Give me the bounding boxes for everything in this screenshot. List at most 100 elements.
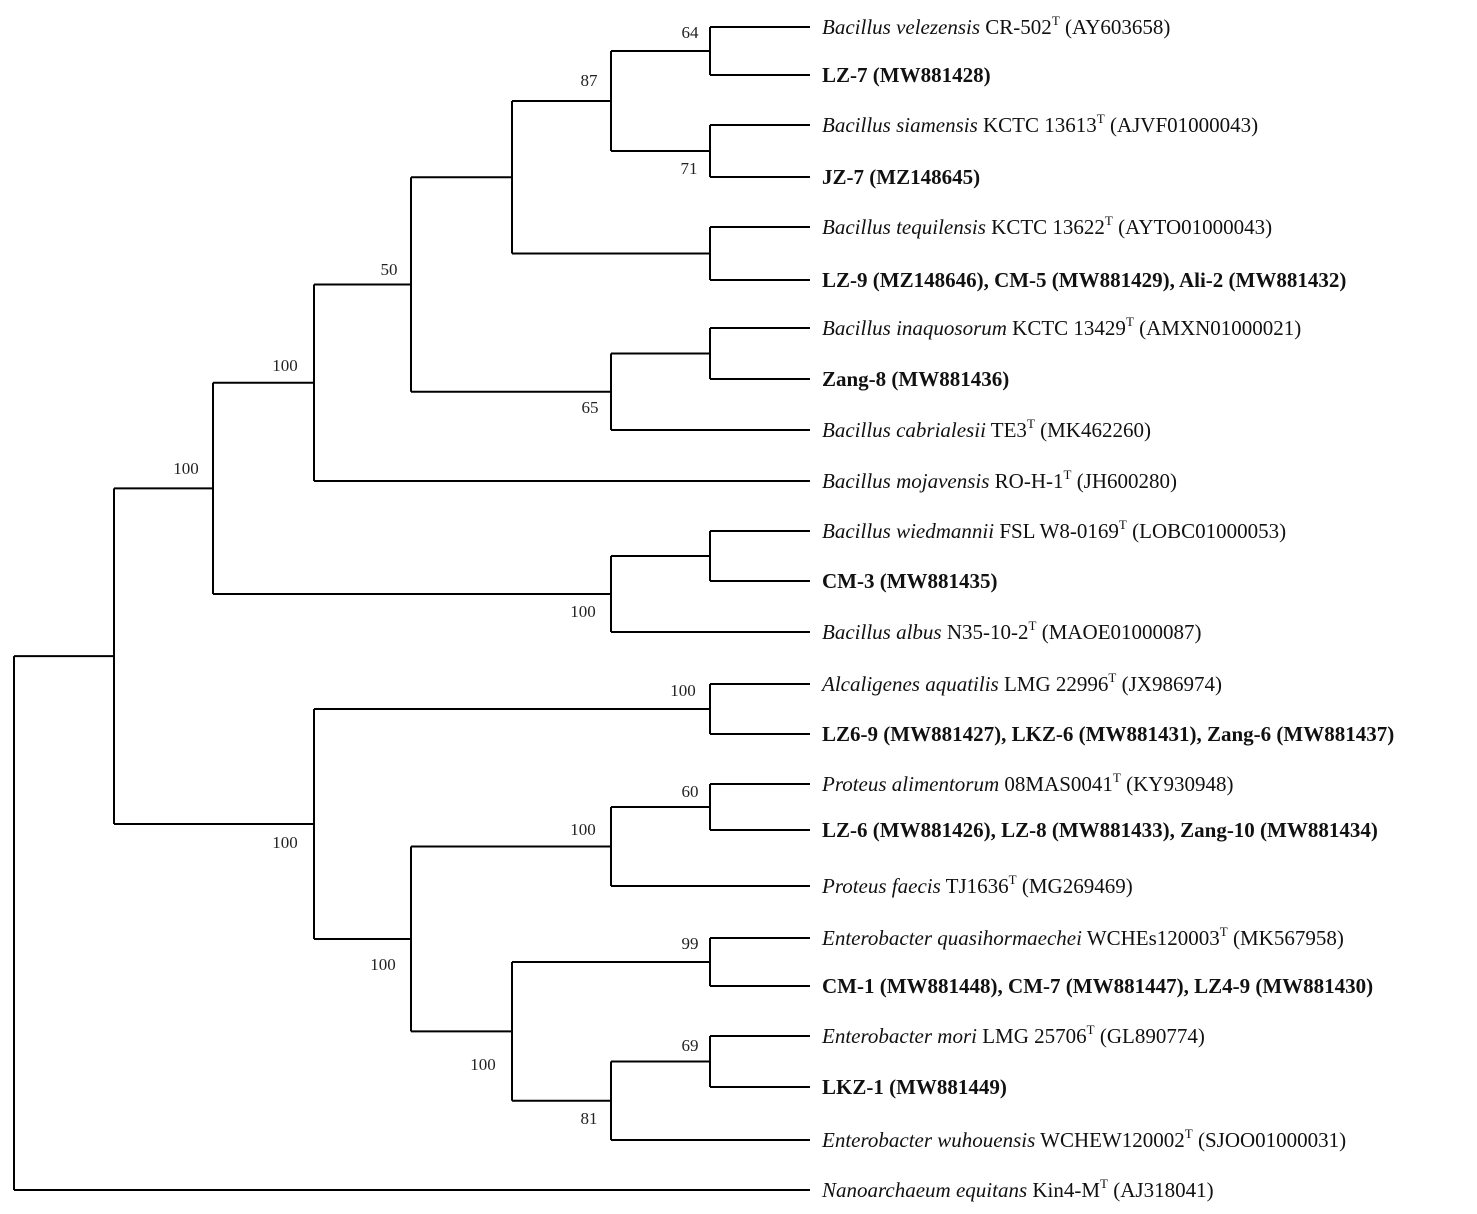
bootstrap-b64: 64 xyxy=(682,23,700,42)
bootstrap-b100b: 100 xyxy=(173,459,199,478)
taxon-label-t3: Bacillus siamensis KCTC 13613T (AJVF0100… xyxy=(822,111,1258,137)
taxon-label-t15: LZ6-9 (MW881427), LKZ-6 (MW881431), Zang… xyxy=(822,722,1394,746)
accession-number: (MK567958) xyxy=(1228,926,1344,950)
type-strain-marker: T xyxy=(1119,517,1127,532)
type-strain-marker: T xyxy=(1063,467,1071,482)
strain-name: Kin4-M xyxy=(1027,1178,1100,1202)
bootstrap-b100g: 100 xyxy=(370,955,396,974)
taxon-label-t8: Zang-8 (MW881436) xyxy=(822,367,1009,391)
species-name: Proteus faecis xyxy=(821,874,941,898)
strain-name: TJ1636 xyxy=(941,874,1009,898)
accession-number: (KY930948) xyxy=(1121,772,1234,796)
species-name: Bacillus siamensis xyxy=(822,113,978,137)
taxon-label-t16: Proteus alimentorum 08MAS0041T (KY930948… xyxy=(821,770,1233,796)
taxon-label-t1: Bacillus velezensis CR-502T (AY603658) xyxy=(822,13,1170,39)
strain-name: RO-H-1 xyxy=(989,469,1063,493)
accession-number: (JX986974) xyxy=(1116,672,1222,696)
strain-name: TE3 xyxy=(986,418,1027,442)
type-strain-marker: T xyxy=(1052,13,1060,28)
taxon-label-t20: CM-1 (MW881448), CM-7 (MW881447), LZ4-9 … xyxy=(822,974,1373,998)
strain-name: KCTC 13622 xyxy=(986,215,1105,239)
type-strain-marker: T xyxy=(1097,111,1105,126)
type-strain-marker: T xyxy=(1087,1022,1095,1037)
bootstrap-b100h: 100 xyxy=(470,1055,496,1074)
taxon-label-t21: Enterobacter mori LMG 25706T (GL890774) xyxy=(821,1022,1205,1048)
type-strain-marker: T xyxy=(1220,924,1228,939)
accession-number: (GL890774) xyxy=(1095,1024,1205,1048)
bootstrap-b87: 87 xyxy=(581,71,599,90)
species-name: Proteus alimentorum xyxy=(821,772,999,796)
bootstrap-b60: 60 xyxy=(682,782,699,801)
species-name: Bacillus mojavensis xyxy=(822,469,989,493)
type-strain-marker: T xyxy=(1126,314,1134,329)
accession-number: (LOBC01000053) xyxy=(1127,519,1286,543)
strain-name: FSL W8-0169 xyxy=(994,519,1119,543)
species-name: Bacillus wiedmannii xyxy=(822,519,994,543)
species-name: Alcaligenes aquatilis xyxy=(820,672,999,696)
type-strain-marker: T xyxy=(1105,213,1113,228)
accession-number: (AJVF01000043) xyxy=(1105,113,1258,137)
type-strain-marker: T xyxy=(1009,872,1017,887)
species-name: Bacillus tequilensis xyxy=(822,215,986,239)
species-name: Bacillus velezensis xyxy=(822,15,980,39)
taxon-label-t5: Bacillus tequilensis KCTC 13622T (AYTO01… xyxy=(822,213,1272,239)
bootstrap-b81: 81 xyxy=(581,1109,598,1128)
taxon-label-t4: JZ-7 (MZ148645) xyxy=(822,165,980,189)
taxon-label-t19: Enterobacter quasihormaechei WCHEs120003… xyxy=(821,924,1344,950)
accession-number: (JH600280) xyxy=(1071,469,1177,493)
strain-name: WCHEs120003 xyxy=(1082,926,1220,950)
taxon-label-t9: Bacillus cabrialesii TE3T (MK462260) xyxy=(822,416,1151,442)
species-name: Bacillus albus xyxy=(822,620,942,644)
taxon-label-t24: Nanoarchaeum equitans Kin4-MT (AJ318041) xyxy=(821,1176,1214,1202)
species-name: Nanoarchaeum equitans xyxy=(821,1178,1027,1202)
bootstrap-values: 6487715065100100100100601001001009910069… xyxy=(173,23,699,1128)
strain-name: LMG 22996 xyxy=(999,672,1109,696)
tree-branches xyxy=(13,26,810,1191)
accession-number: (AY603658) xyxy=(1060,15,1171,39)
type-strain-marker: T xyxy=(1029,618,1037,633)
strain-name: KCTC 13613 xyxy=(978,113,1097,137)
type-strain-marker: T xyxy=(1108,670,1116,685)
species-name: Enterobacter quasihormaechei xyxy=(821,926,1082,950)
bootstrap-b69: 69 xyxy=(682,1036,699,1055)
taxon-label-t23: Enterobacter wuhouensis WCHEW120002T (SJ… xyxy=(821,1126,1346,1152)
taxon-label-t12: CM-3 (MW881435) xyxy=(822,569,998,593)
taxon-label-t22: LKZ-1 (MW881449) xyxy=(822,1075,1007,1099)
strain-name: 08MAS0041 xyxy=(999,772,1113,796)
bootstrap-b50: 50 xyxy=(381,260,398,279)
species-name: Enterobacter wuhouensis xyxy=(821,1128,1035,1152)
bootstrap-b100a: 100 xyxy=(272,356,298,375)
bootstrap-b100c: 100 xyxy=(570,602,596,621)
accession-number: (AYTO01000043) xyxy=(1113,215,1272,239)
type-strain-marker: T xyxy=(1027,416,1035,431)
taxon-label-t11: Bacillus wiedmannii FSL W8-0169T (LOBC01… xyxy=(822,517,1286,543)
accession-number: (SJOO01000031) xyxy=(1193,1128,1346,1152)
species-name: Bacillus cabrialesii xyxy=(822,418,986,442)
bootstrap-b100f: 100 xyxy=(570,820,596,839)
type-strain-marker: T xyxy=(1113,770,1121,785)
species-name: Bacillus inaquosorum xyxy=(822,316,1007,340)
type-strain-marker: T xyxy=(1185,1126,1193,1141)
taxon-label-t10: Bacillus mojavensis RO-H-1T (JH600280) xyxy=(822,467,1177,493)
strain-name: WCHEW120002 xyxy=(1035,1128,1185,1152)
type-strain-marker: T xyxy=(1100,1176,1108,1191)
accession-number: (MK462260) xyxy=(1035,418,1151,442)
accession-number: (AJ318041) xyxy=(1108,1178,1214,1202)
bootstrap-b100d: 100 xyxy=(670,681,696,700)
taxon-label-t6: LZ-9 (MZ148646), CM-5 (MW881429), Ali-2 … xyxy=(822,268,1346,292)
taxon-label-t18: Proteus faecis TJ1636T (MG269469) xyxy=(821,872,1133,898)
bootstrap-b71: 71 xyxy=(681,159,698,178)
strain-name: LMG 25706 xyxy=(977,1024,1087,1048)
accession-number: (AMXN01000021) xyxy=(1134,316,1301,340)
taxon-label-t17: LZ-6 (MW881426), LZ-8 (MW881433), Zang-1… xyxy=(822,818,1378,842)
bootstrap-b99: 99 xyxy=(682,934,699,953)
taxon-labels: Bacillus velezensis CR-502T (AY603658) LZ… xyxy=(820,13,1394,1202)
accession-number: (MG269469) xyxy=(1017,874,1133,898)
taxon-label-t13: Bacillus albus N35-10-2T (MAOE01000087) xyxy=(822,618,1202,644)
taxon-label-t14: Alcaligenes aquatilis LMG 22996T (JX9869… xyxy=(820,670,1222,696)
strain-name: N35-10-2 xyxy=(942,620,1029,644)
bootstrap-b65: 65 xyxy=(582,398,599,417)
taxon-label-t2: LZ-7 (MW881428) xyxy=(822,63,991,87)
accession-number: (MAOE01000087) xyxy=(1036,620,1201,644)
